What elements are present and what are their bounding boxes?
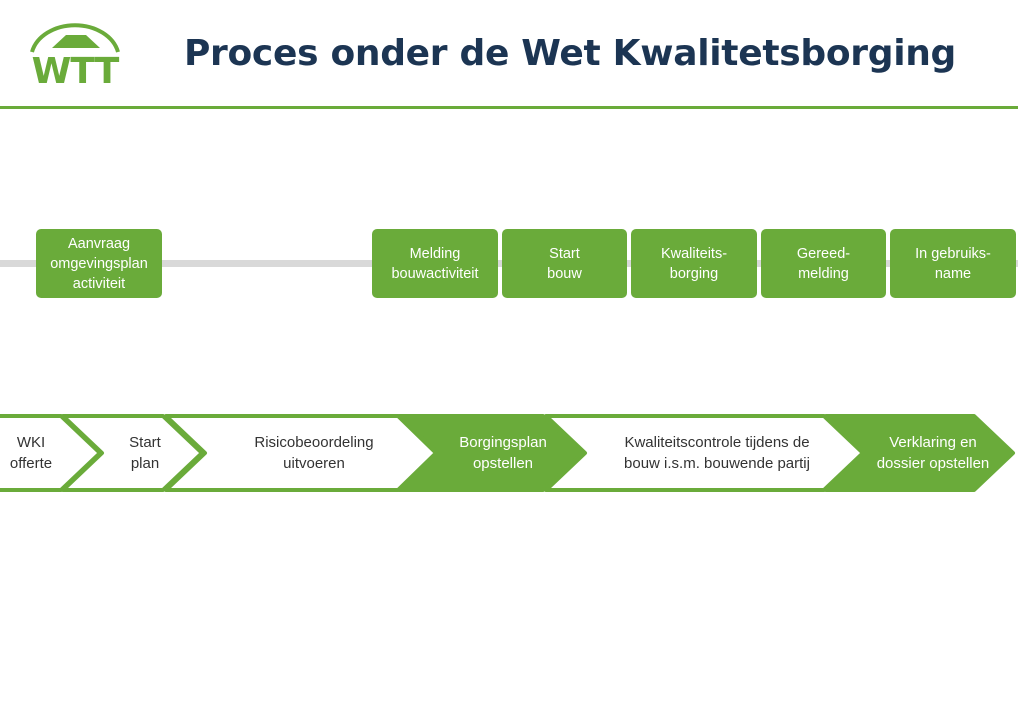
- page-title: Proces onder de Wet Kwalitetsborging: [183, 33, 957, 74]
- milestone-ingebruikname: In gebruiks- name: [890, 229, 1016, 298]
- milestone-label: Start bouw: [547, 245, 582, 282]
- step-label: Kwaliteitscontrole tijdens de bouw i.s.m…: [624, 434, 810, 472]
- step-wki-offerte: WKI offerte: [0, 410, 62, 496]
- step-risicobeoordeling: Risicobeoordeling uitvoeren: [214, 410, 414, 496]
- roof-arc-icon: [30, 23, 120, 53]
- step-label: Start plan: [129, 434, 161, 472]
- step-kwaliteitscontrole: Kwaliteitscontrole tijdens de bouw i.s.m…: [592, 410, 842, 496]
- step-label: Borgingsplan opstellen: [459, 434, 547, 472]
- step-label: Verklaring en dossier opstellen: [876, 434, 990, 472]
- step-label: Risicobeoordeling uitvoeren: [254, 434, 374, 472]
- milestone-gereedmelding: Gereed- melding: [761, 229, 886, 298]
- milestone-label: Melding bouwactiviteit: [391, 245, 479, 282]
- milestone-label: In gebruiks- name: [915, 245, 991, 282]
- milestone-label: Gereed- melding: [796, 245, 851, 282]
- logo-text: WTT: [31, 51, 120, 92]
- process-arrows: [0, 414, 1015, 492]
- milestone-melding: Melding bouwactiviteit: [372, 229, 498, 298]
- milestone-kwaliteitsborging: Kwaliteits- borging: [631, 229, 757, 298]
- page-header: WTT Proces onder de Wet Kwalitetsborging: [0, 0, 1018, 110]
- milestone-label: Aanvraag omgevingsplan activiteit: [50, 235, 148, 292]
- milestone-label: Kwaliteits- borging: [660, 245, 728, 282]
- step-arrow-borgingsplan: [397, 414, 584, 492]
- step-arrow-verklaring: [824, 414, 1015, 492]
- header-divider: [0, 106, 1018, 109]
- step-borgingsplan: Borgingsplan opstellen: [438, 410, 568, 496]
- milestone-aanvraag: Aanvraag omgevingsplan activiteit: [36, 229, 162, 298]
- step-verklaring: Verklaring en dossier opstellen: [860, 410, 1006, 496]
- milestone-start-bouw: Start bouw: [502, 229, 627, 298]
- process-flow: WKI offerte Start plan Risicobeoordeling…: [0, 410, 1018, 496]
- wtt-logo: WTT: [26, 18, 124, 92]
- step-start-plan: Start plan: [112, 410, 178, 496]
- step-label: WKI offerte: [9, 434, 53, 472]
- step-arrow-start-plan: [61, 414, 204, 492]
